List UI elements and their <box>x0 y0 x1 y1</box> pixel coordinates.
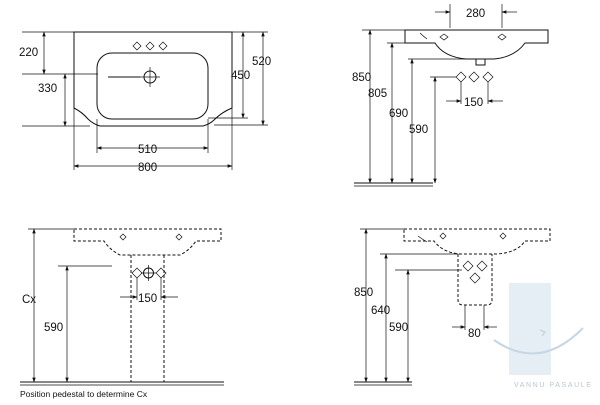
front-pedestal-view: Cx 590 150 Position pedestal to determin… <box>20 228 224 399</box>
dim-top-520: 520 <box>252 56 271 68</box>
dim-top-510: 510 <box>138 144 157 156</box>
tap-holes-icon <box>131 265 167 281</box>
dim-top-450: 450 <box>231 70 250 82</box>
tap-holes-icon <box>132 41 168 51</box>
side-view: 280 850 805 690 590 150 <box>352 4 549 187</box>
dim-sidepedestal-640: 640 <box>371 305 390 317</box>
dim-side-150: 150 <box>464 97 483 109</box>
dim-sidepedestal-590: 590 <box>389 322 408 334</box>
watermark-logo: VANNU PASAULE <box>493 283 593 389</box>
dim-side-690: 690 <box>389 108 408 120</box>
dim-top-330: 330 <box>38 83 57 95</box>
dim-front-590: 590 <box>44 322 63 334</box>
caption-position-pedestal: Position pedestal to determine Cx <box>20 389 148 399</box>
dim-sidepedestal-850: 850 <box>354 287 373 299</box>
tap-holes-icon <box>455 71 494 83</box>
dim-top-220: 220 <box>19 47 38 59</box>
dim-side-280: 280 <box>466 8 485 20</box>
dim-side-805: 805 <box>368 88 387 100</box>
dim-sidepedestal-80: 80 <box>468 328 481 340</box>
dim-side-590: 590 <box>409 124 428 136</box>
dim-top-800: 800 <box>138 162 157 174</box>
dim-front-cx: Cx <box>22 294 36 306</box>
tap-holes-icon <box>462 260 488 284</box>
watermark-text: VANNU PASAULE <box>514 382 593 389</box>
side-pedestal-view: 850 640 590 80 <box>354 228 551 386</box>
dim-front-150: 150 <box>138 293 157 305</box>
dim-side-850: 850 <box>352 72 371 84</box>
top-view: 220 330 450 520 510 800 <box>19 31 271 174</box>
